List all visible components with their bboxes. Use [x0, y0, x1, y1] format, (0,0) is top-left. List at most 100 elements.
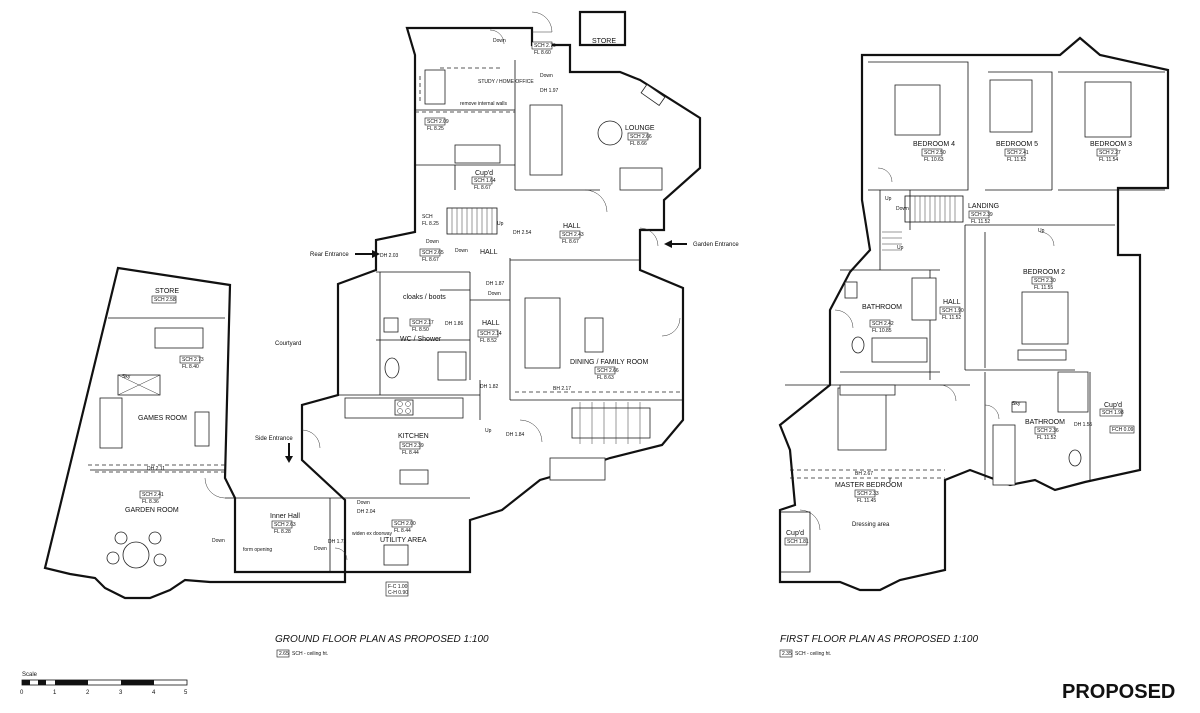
dining-sch: SCH 2.66: [597, 368, 619, 374]
utility-fl: FL 8.44: [394, 528, 411, 534]
up-1: Up: [497, 221, 504, 227]
room-kitchen: KITCHEN: [398, 433, 429, 440]
remove-walls-note: remove internal walls: [460, 101, 507, 107]
bedroom2-fl: FL 11.55: [1034, 285, 1053, 291]
scale-label: Scale: [22, 672, 38, 678]
dining-fl: FL 8.63: [597, 375, 614, 381]
dh-172: DH 1.72: [328, 539, 347, 545]
first-labels: BEDROOM 4 SCH 2.50 FL 10.63 BEDROOM 5 SC…: [784, 141, 1135, 546]
first-key-text: SCH - ceiling ht.: [795, 651, 831, 657]
down-4: Down: [455, 248, 468, 254]
scale-tick-4: 4: [152, 690, 156, 696]
ground-annex-plan: [43, 266, 347, 600]
first-up-2: Up: [897, 245, 904, 251]
courtyard-label: Courtyard: [275, 341, 301, 347]
store-annex-sch: SCH 2.58: [154, 297, 176, 303]
hall-rear-sch: SCH 2.65: [422, 250, 444, 256]
room-hall-first: HALL: [943, 299, 961, 306]
bathroom2-fl: FL 11.52: [1037, 435, 1056, 441]
room-bedroom4: BEDROOM 4: [913, 141, 955, 148]
dh-182: DH 1.82: [480, 384, 499, 390]
room-master: MASTER BEDROOM: [835, 482, 902, 489]
garden-entrance-label: Garden Entrance: [693, 242, 739, 248]
landing-sch: SCH 2.39: [971, 212, 993, 218]
dining-furniture: [524, 297, 651, 481]
first-main-outline: [778, 36, 1170, 592]
ground-key-text: SCH - ceiling ht.: [292, 651, 328, 657]
dh-197: DH 1.97: [540, 88, 559, 94]
down-8: Down: [357, 500, 370, 506]
lounge-sch: SCH 2.66: [630, 134, 652, 140]
bedroom3-sch: SCH 2.27: [1099, 150, 1121, 156]
room-cloaks: cloaks / boots: [403, 294, 446, 301]
master-fl: FL 11.45: [857, 498, 876, 504]
kitchen-sch: SCH 2.39: [402, 443, 424, 449]
inner-hall-fl: FL 8.28: [274, 529, 291, 535]
scale-bar: Scale 0 1 2 3 4 5: [20, 672, 188, 696]
cupd-small-sch: SCH: [422, 214, 433, 220]
ground-internal-walls: [338, 60, 683, 499]
room-lounge: LOUNGE: [625, 125, 655, 132]
store-top-fl: FL 8.60: [534, 50, 551, 56]
dh-186: DH 1.86: [445, 321, 464, 327]
room-bedroom3: BEDROOM 3: [1090, 141, 1132, 148]
annex-outline: [43, 266, 347, 600]
cupd-small-first-sch: SCH 1.81: [787, 539, 809, 545]
hall-main-sch: SCH 2.43: [562, 232, 584, 238]
first-up-3: Up: [1038, 228, 1045, 234]
dressing-area-label: Dressing area: [852, 522, 890, 528]
utility-sch: SCH 2.00: [394, 521, 416, 527]
bathroom1-sch: SCH 2.42: [872, 321, 894, 327]
hall-first-sch: SCH 1.90: [942, 308, 964, 314]
room-landing: LANDING: [968, 203, 999, 210]
bedroom3-fl: FL 11.54: [1099, 157, 1118, 163]
down-1: Down: [493, 38, 506, 44]
ground-floor-title: GROUND FLOOR PLAN AS PROPOSED 1:100: [275, 634, 489, 645]
first-floor-title: FIRST FLOOR PLAN AS PROPOSED 1:100: [780, 634, 978, 645]
side-entrance-label: Side Entrance: [255, 436, 293, 442]
down-2: Down: [540, 73, 553, 79]
ground-main-outline: [300, 26, 702, 574]
plan-titles: GROUND FLOOR PLAN AS PROPOSED 1:100 2.65…: [275, 634, 978, 658]
scale-tick-2: 2: [86, 690, 90, 696]
ch-value: C-H 0.90: [388, 590, 408, 596]
room-hall-rear: HALL: [480, 249, 498, 256]
ground-stairs: [446, 207, 498, 235]
room-utility: UTILITY AREA: [380, 537, 427, 544]
room-cupd-first: Cup'd: [1104, 402, 1122, 409]
bedroom-furniture: [837, 79, 1132, 451]
bedroom4-fl: FL 10.63: [924, 157, 944, 163]
room-bedroom5: BEDROOM 5: [996, 141, 1038, 148]
hall-main-fl: FL 8.67: [562, 239, 579, 245]
scale-tick-1: 1: [53, 690, 57, 696]
room-dining: DINING / FAMILY ROOM: [570, 359, 648, 366]
cupboard-small: [779, 511, 811, 573]
fc-value: F-C 1.00: [388, 584, 408, 590]
room-hall-main: HALL: [563, 223, 581, 230]
games-fl: FL 8.40: [182, 364, 199, 370]
study-furniture: [424, 69, 501, 164]
room-store-top: STORE: [592, 38, 616, 45]
bathroom1-fl: FL 10.85: [872, 328, 892, 334]
study-sch: SCH 2.09: [427, 119, 449, 125]
kitchen-fixtures: [344, 317, 467, 566]
ground-dashed-lines: [415, 67, 683, 393]
bathroom-fixtures: [844, 277, 1089, 486]
room-study: STUDY / HOME OFFICE: [478, 79, 534, 85]
first-dashed: [790, 469, 945, 479]
dh-254: DH 2.54: [513, 230, 532, 236]
dh-184: DH 1.84: [506, 432, 525, 438]
cupd-ground-sch: SCH 1.64: [474, 178, 496, 184]
bh-267: BH 2.67: [855, 471, 873, 477]
ground-store-top: [578, 10, 627, 47]
ground-floor-plan: [204, 10, 702, 574]
room-cupd-ground: Cup'd: [475, 170, 493, 177]
room-store-annex: STORE: [155, 288, 179, 295]
first-key-tag: 2.35: [782, 651, 792, 657]
lounge-fl: FL 8.66: [630, 141, 647, 147]
sky-first: Sky: [1012, 401, 1021, 407]
cupd-first-sch: SCH 1.98: [1102, 410, 1124, 416]
first-stairs: [882, 195, 964, 251]
dh-187: DH 1.87: [486, 281, 505, 287]
